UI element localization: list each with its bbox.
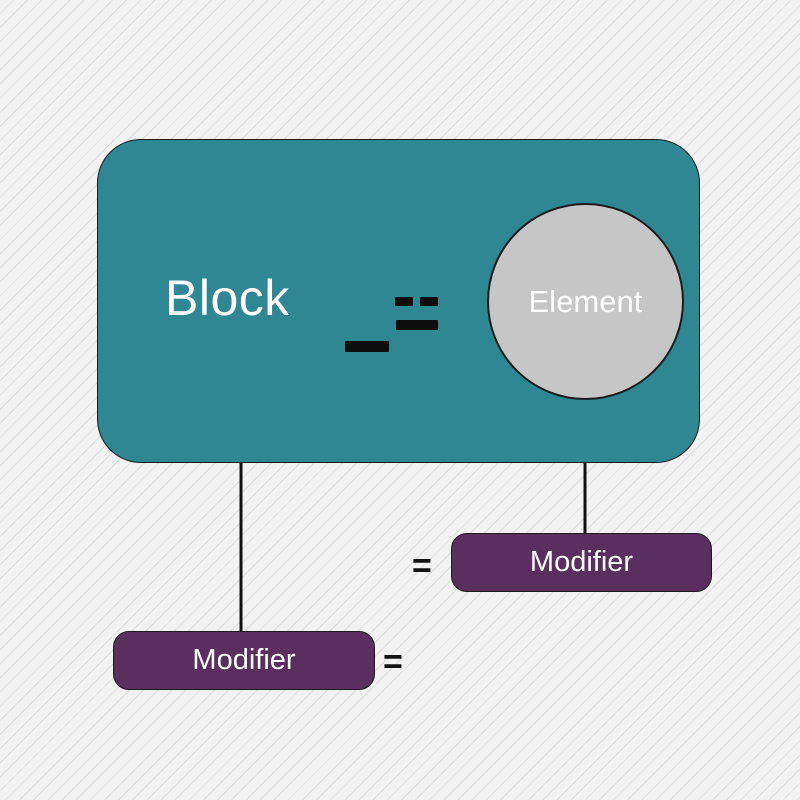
modifier-equals-symbol: = <box>412 547 432 585</box>
separator-dash-2 <box>420 297 438 306</box>
modifier-equals-symbol: = <box>383 643 403 681</box>
modifier-label: Modifier <box>192 644 296 676</box>
modifier-label: Modifier <box>529 546 634 578</box>
block-label: Block <box>165 270 290 326</box>
block-modifier-box: Modifier <box>113 631 375 690</box>
element-label: Element <box>528 283 643 319</box>
element-circle: Element <box>487 203 684 400</box>
separator-dash-3 <box>396 320 438 330</box>
element-modifier-box: Modifier <box>451 533 712 592</box>
separator-dash-1 <box>395 297 413 306</box>
separator-dash-4 <box>345 341 389 352</box>
